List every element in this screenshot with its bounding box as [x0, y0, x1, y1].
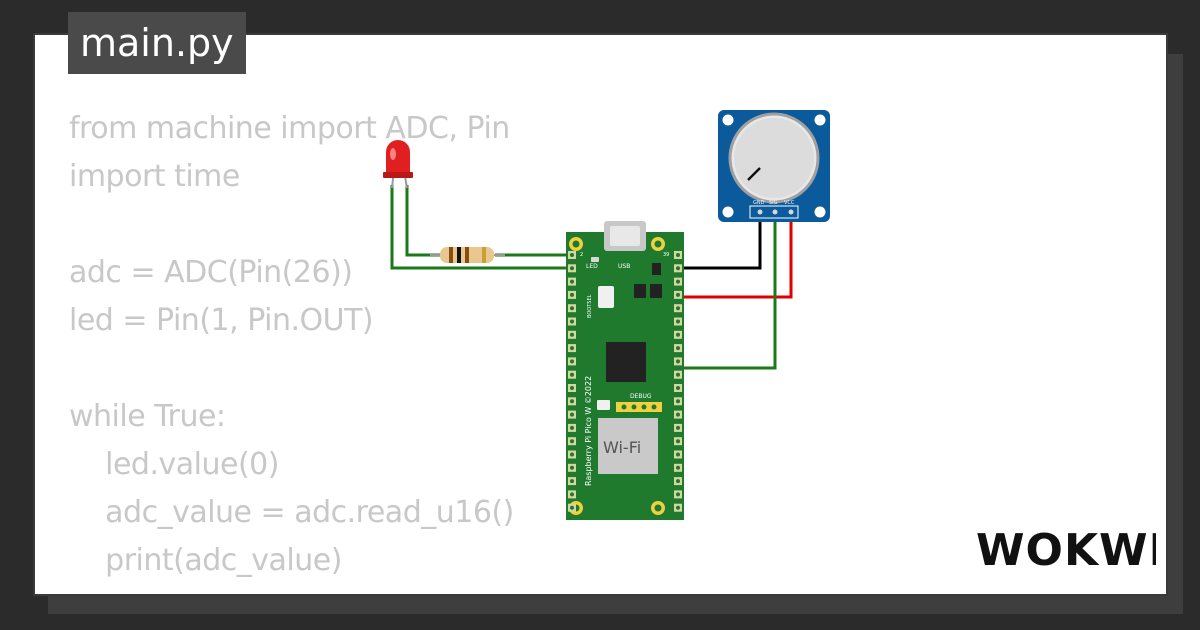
- wifi-module: [598, 418, 658, 474]
- code-line: led.value(1): [69, 585, 589, 594]
- board-pin-hole: [570, 505, 574, 510]
- pot-pin-vcc-label: VCC: [784, 200, 795, 206]
- code-line: import time: [69, 159, 240, 194]
- chip-small: [597, 400, 610, 410]
- wokwi-logo: WOKWI: [976, 525, 1156, 576]
- board-pin-hole: [676, 319, 680, 324]
- board-pin-hole: [676, 412, 680, 417]
- rp2040-chip: [606, 342, 646, 382]
- board-pin-hole: [570, 332, 574, 337]
- pot-knob-indicator: [747, 167, 761, 181]
- code-line: led = Pin(1, Pin.OUT): [69, 303, 374, 338]
- board-pin-hole: [570, 465, 574, 470]
- wire-sig[interactable]: [672, 210, 777, 370]
- code-preview: from machine import ADC, Pin import time…: [69, 105, 589, 594]
- file-tab-main-py[interactable]: main.py: [68, 12, 246, 74]
- left-pin-header[interactable]: [568, 251, 576, 512]
- board-pin-hole: [570, 439, 574, 444]
- board-pin-hole: [570, 266, 574, 271]
- board-pin-hole: [676, 399, 680, 404]
- code-line: adc_value = adc.read_u16(): [69, 495, 514, 530]
- bootsel-button[interactable]: [598, 286, 614, 308]
- led-label: LED: [586, 263, 598, 270]
- wire-led-anode[interactable]: [405, 185, 440, 257]
- board-pin-hole: [676, 292, 680, 297]
- debug-header[interactable]: [616, 402, 662, 412]
- chip-small: [650, 284, 662, 298]
- code-line: print(adc_value): [69, 543, 342, 578]
- chip-small: [634, 284, 646, 298]
- right-pin-header[interactable]: [674, 251, 682, 512]
- board-pin-hole: [676, 279, 680, 284]
- potentiometer[interactable]: GND SIG VCC: [718, 110, 830, 222]
- wifi-label: Wi-Fi: [603, 438, 641, 457]
- board-pin-hole: [570, 412, 574, 417]
- board-pin-hole: [570, 479, 574, 484]
- board-pin-hole: [570, 372, 574, 377]
- red-led[interactable]: [383, 140, 413, 189]
- board-pin-hole: [676, 479, 680, 484]
- board-pin-hole: [570, 452, 574, 457]
- board-pin-hole: [676, 465, 680, 470]
- board-pin-hole: [570, 346, 574, 351]
- board-pin-hole: [676, 386, 680, 390]
- board-pin-hole: [676, 306, 680, 311]
- board-pin-hole: [676, 266, 680, 271]
- wokwi-logo-text: WOKWI: [976, 525, 1156, 576]
- pin-label-left: 2: [580, 252, 583, 258]
- pot-pin-gnd-label: GND: [753, 200, 765, 206]
- board-pin-hole: [676, 425, 680, 430]
- board-model-label: Raspberry Pi Pico W ©2022: [584, 376, 593, 486]
- board-pin-hole: [570, 292, 574, 297]
- chip-small: [652, 263, 661, 275]
- pot-pin-sig-label: SIG: [769, 200, 778, 206]
- debug-label: DEBUG: [630, 393, 652, 400]
- board-pin-hole: [570, 319, 574, 324]
- wire-gnd[interactable]: [672, 210, 762, 270]
- board-pin-hole: [570, 279, 574, 284]
- board-pin-hole: [676, 452, 680, 457]
- board-pin-hole: [570, 253, 574, 257]
- board-pin-hole: [676, 332, 680, 337]
- board-pin-hole: [570, 492, 574, 497]
- board-pin-hole: [676, 253, 680, 257]
- board-pin-hole: [676, 505, 680, 510]
- board-pin-hole: [676, 439, 680, 444]
- pico-w-board[interactable]: USB LED 2 39 BOOTSEL DEBUG Wi-Fi Raspber…: [566, 221, 684, 520]
- board-pin-hole: [570, 306, 574, 311]
- onboard-led: [591, 257, 599, 262]
- wire-vcc[interactable]: [672, 210, 793, 299]
- code-line: while True:: [69, 399, 226, 434]
- pin-label-right: 39: [663, 252, 669, 258]
- wire-led-cathode[interactable]: [390, 185, 575, 270]
- code-line: from machine import ADC, Pin: [69, 111, 510, 146]
- board-pin-hole: [676, 346, 680, 351]
- resistor[interactable]: [430, 247, 505, 263]
- board-pin-hole: [570, 386, 574, 390]
- board-pin-hole: [570, 359, 574, 364]
- board-pin-hole: [676, 359, 680, 364]
- board-pin-hole: [676, 492, 680, 497]
- board-pin-hole: [676, 372, 680, 377]
- usb-label: USB: [618, 263, 630, 270]
- code-line: adc = ADC(Pin(26)): [69, 255, 353, 290]
- board-pin-hole: [570, 399, 574, 404]
- code-line: led.value(0): [69, 447, 279, 482]
- bootsel-label: BOOTSEL: [587, 294, 593, 318]
- board-pin-hole: [570, 425, 574, 430]
